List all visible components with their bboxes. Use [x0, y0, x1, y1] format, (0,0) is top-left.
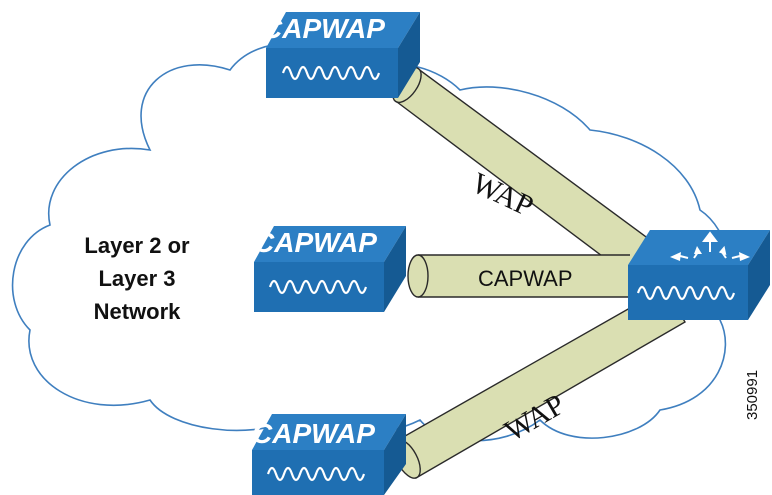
tunnel-middle: CAPWAP [407, 254, 630, 298]
access-point-top-label: CAPWAP [262, 13, 385, 44]
network-label-line-1: Layer 2 or [84, 233, 190, 258]
access-point-top: CAPWAP [262, 12, 420, 98]
figure-id: 350991 [744, 370, 761, 420]
access-point-bottom-label: CAPWAP [252, 418, 375, 449]
controller-arrows-icon [670, 231, 750, 261]
access-point-middle-label: CAPWAP [254, 227, 377, 258]
access-point-bottom: CAPWAP [252, 414, 406, 495]
wireless-controller [628, 230, 770, 320]
access-point-middle: CAPWAP [254, 226, 406, 312]
network-label-line-3: Network [94, 299, 182, 324]
tunnel-middle-label: CAPWAP [478, 266, 573, 291]
network-label-line-2: Layer 3 [98, 266, 175, 291]
